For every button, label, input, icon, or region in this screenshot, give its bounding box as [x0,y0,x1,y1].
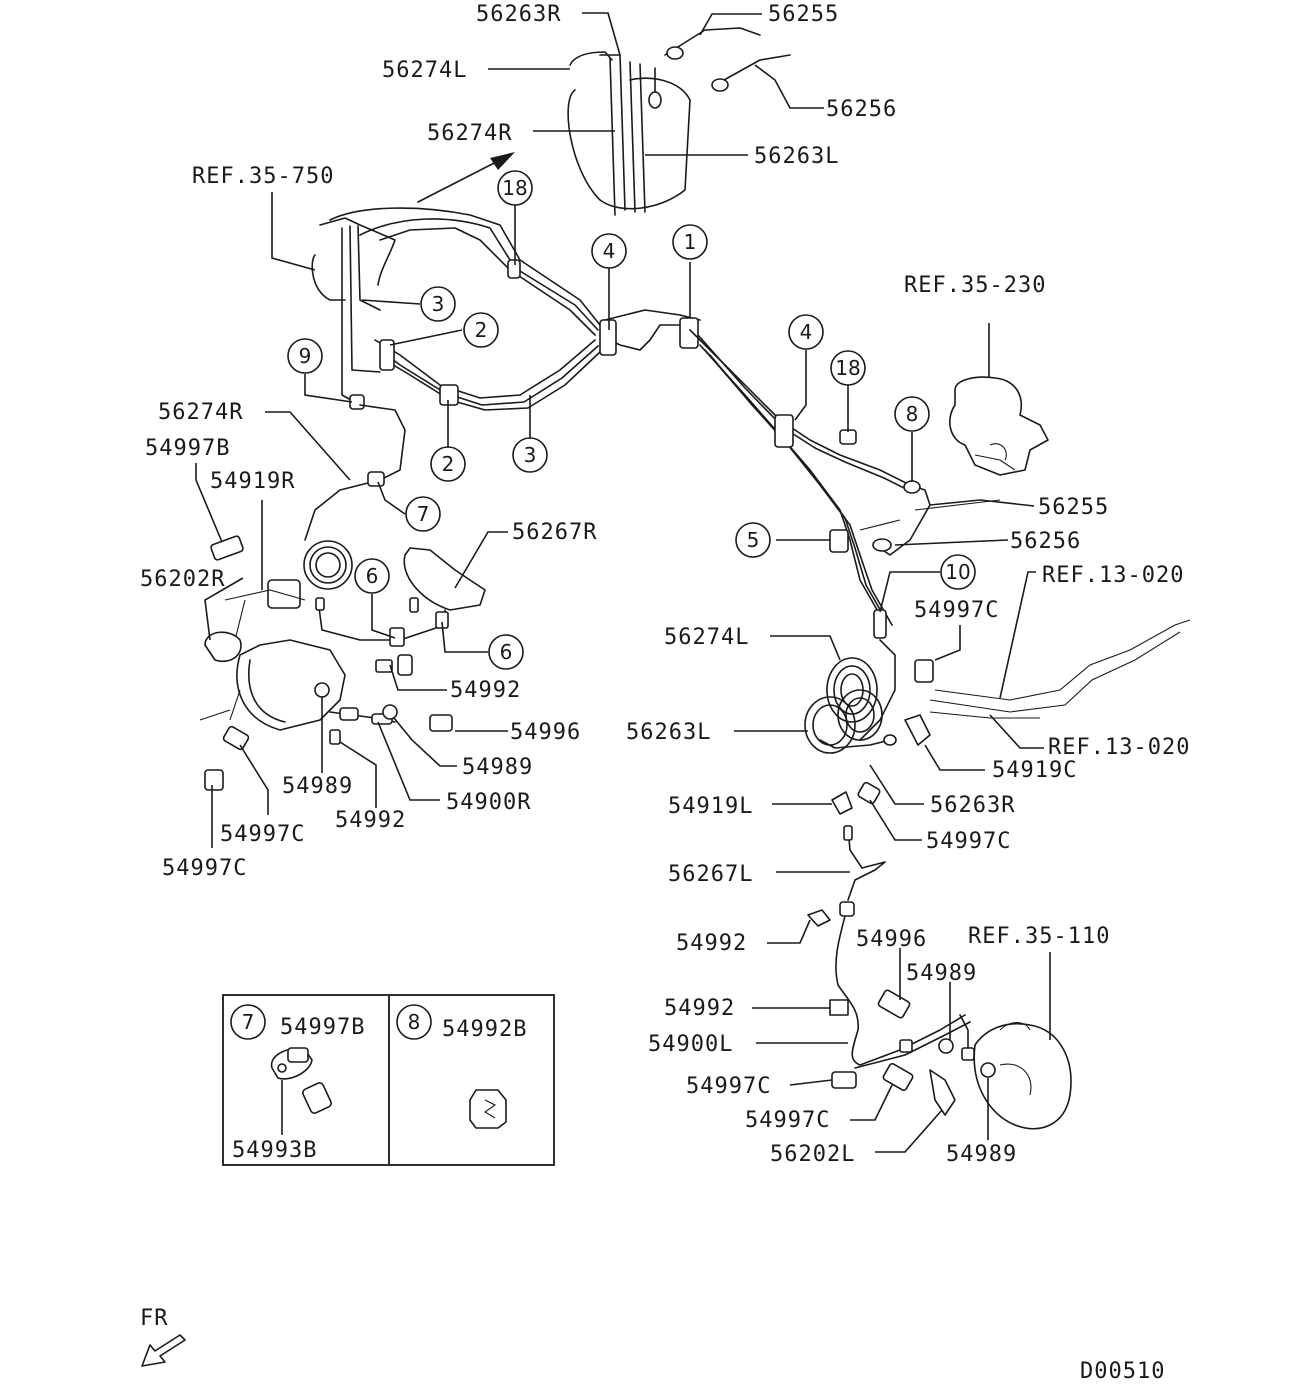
fr-arrow-icon [141,1334,186,1367]
callout-8: 8 [894,396,930,432]
callout-4-top: 4 [591,233,627,269]
label-56256-right: 56256 [1010,529,1081,554]
label-56202L: 56202L [770,1142,855,1167]
label-54989-d: 54989 [946,1142,1017,1167]
label-56255-top: 56255 [768,2,839,27]
svg-text:2: 2 [475,318,488,342]
svg-text:3: 3 [432,292,445,316]
label-ref-35-230: REF.35-230 [904,273,1046,298]
label-56263R-top: 56263R [476,2,561,27]
label-54997C-f: 54997C [745,1108,830,1133]
label-54919L: 54919L [668,794,753,819]
label-54992-a: 54992 [450,678,521,703]
label-ref-13-020-b: REF.13-020 [1048,735,1190,760]
label-56263L-top: 56263L [754,144,839,169]
inset-box-8: 8 54992B [396,1004,527,1129]
label-54992-d: 54992 [664,996,735,1021]
label-54989-b: 54989 [282,774,353,799]
inset-label-54992B: 54992B [442,1017,527,1042]
label-56274L-top: 56274L [382,58,467,83]
label-54919R: 54919R [210,469,295,494]
svg-text:6: 6 [366,564,379,588]
label-54997C-c: 54997C [914,598,999,623]
diagram-code: D00510 [1080,1359,1165,1384]
label-54997C-b: 54997C [162,856,247,881]
inset-label-54993B: 54993B [232,1138,317,1163]
inset-label-54997B: 54997B [280,1015,365,1040]
front-direction-indicator: FR [140,1306,186,1367]
callout-6-a: 6 [354,558,390,594]
callout-7: 7 [405,496,441,532]
svg-text:6: 6 [500,640,513,664]
label-54989-a: 54989 [462,755,533,780]
label-56274L-mid: 56274L [664,625,749,650]
svg-text:7: 7 [242,1010,255,1034]
callout-2-bottom: 2 [430,446,466,482]
label-54992-b: 54992 [335,808,406,833]
svg-text:5: 5 [747,528,760,552]
label-56255-right: 56255 [1038,495,1109,520]
callout-3-top: 3 [420,286,456,322]
svg-text:1: 1 [684,230,697,254]
callout-18-top: 18 [497,170,533,206]
callout-10: 10 [940,554,976,590]
callout-4-right: 4 [788,314,824,350]
label-54997C-d: 54997C [926,829,1011,854]
callout-18-right: 18 [830,350,866,386]
label-56274R-top: 56274R [427,121,512,146]
label-54996-b: 54996 [856,927,927,952]
fr-label: FR [140,1306,169,1331]
svg-text:8: 8 [906,402,919,426]
label-54900L: 54900L [648,1032,733,1057]
callout-3-bottom: 3 [512,437,548,473]
svg-text:8: 8 [408,1010,421,1034]
label-54997C-e: 54997C [686,1074,771,1099]
leader-lines [195,12,1051,1153]
inset-detail-boxes: 7 54997B 54993B 8 54992B [222,994,555,1166]
label-56263L-mid: 56263L [626,720,711,745]
label-ref-35-750: REF.35-750 [192,164,334,189]
svg-text:2: 2 [442,452,455,476]
svg-text:10: 10 [945,560,970,584]
label-54997B: 54997B [145,436,230,461]
label-56202R: 56202R [140,567,225,592]
label-ref-35-110: REF.35-110 [968,924,1110,949]
part-number-labels: 56263R 56255 56274L 56256 56274R 56263L … [140,2,1190,1167]
svg-text:18: 18 [835,356,860,380]
label-56263R-mid: 56263R [930,793,1015,818]
label-56267L: 56267L [668,862,753,887]
label-54919C: 54919C [992,758,1077,783]
label-54992-c: 54992 [676,931,747,956]
callout-5: 5 [735,522,771,558]
label-54996-a: 54996 [510,720,581,745]
label-56267R: 56267R [512,520,597,545]
svg-text:3: 3 [524,443,537,467]
svg-text:4: 4 [603,239,616,263]
callout-markers: 18 4 1 3 2 9 2 3 7 6 6 4 18 8 5 10 [287,170,976,670]
label-56274R-left: 56274R [158,400,243,425]
callout-6-b: 6 [488,634,524,670]
label-54900R: 54900R [446,790,531,815]
svg-text:4: 4 [800,320,813,344]
label-ref-13-020-a: REF.13-020 [1042,563,1184,588]
svg-text:7: 7 [417,502,430,526]
label-54997C-a: 54997C [220,822,305,847]
inset-box-7: 7 54997B 54993B [230,1004,365,1163]
svg-text:9: 9 [299,344,312,368]
svg-text:18: 18 [502,176,527,200]
label-56256-top: 56256 [826,97,897,122]
callout-2-top: 2 [463,312,499,348]
callout-9: 9 [287,338,323,374]
callout-1: 1 [672,224,708,260]
label-54989-c: 54989 [906,961,977,986]
